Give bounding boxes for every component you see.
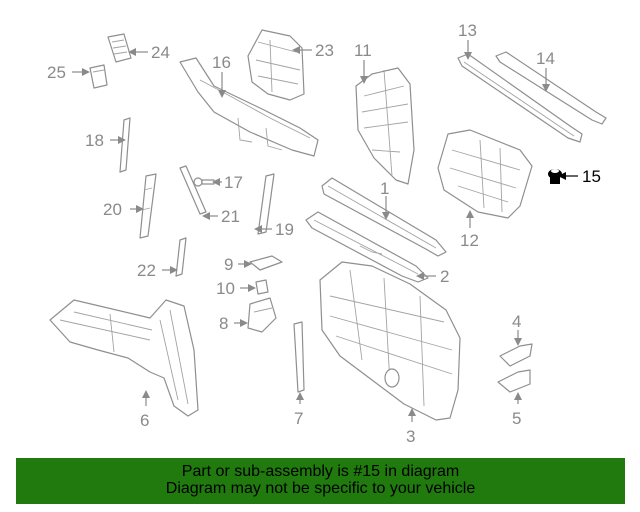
part-13-strip xyxy=(457,53,583,143)
callout-9: 9 xyxy=(224,255,233,274)
callout-19: 19 xyxy=(275,220,294,239)
part-7-strip xyxy=(293,321,305,393)
callouts: 24 25 23 16 11 13 14 15 12 18 xyxy=(47,21,601,446)
part-14-strip xyxy=(495,51,607,125)
part-10-plug xyxy=(255,279,269,295)
callout-11: 11 xyxy=(354,41,372,60)
part-17-bolt xyxy=(193,177,215,187)
callout-16: 16 xyxy=(212,53,231,72)
callout-10: 10 xyxy=(216,279,235,298)
part-16-plenum xyxy=(179,57,319,157)
part-15-grommet xyxy=(548,169,562,184)
part-8-bracket xyxy=(247,297,277,333)
part-20-bracket xyxy=(139,173,157,239)
part-23-cowl-box xyxy=(247,29,305,101)
callout-6: 6 xyxy=(140,411,149,430)
callout-25: 25 xyxy=(47,63,66,82)
part-2-cowl-lower xyxy=(305,211,429,283)
part-18-rod xyxy=(119,117,131,173)
callout-17: 17 xyxy=(224,173,243,192)
callout-18: 18 xyxy=(85,131,104,150)
callout-5: 5 xyxy=(512,409,521,428)
part-4-bracket xyxy=(499,343,533,367)
callout-3: 3 xyxy=(406,427,415,446)
part-11-panel xyxy=(355,67,415,185)
info-banner: Part or sub-assembly is #15 in diagram D… xyxy=(16,458,625,504)
part-19-rail xyxy=(257,173,275,235)
banner-line-2: Diagram may not be specific to your vehi… xyxy=(165,480,476,497)
part-1-cowl-top xyxy=(321,177,447,257)
part-25-clip xyxy=(89,64,108,89)
part-5-bracket xyxy=(497,369,531,393)
callout-2: 2 xyxy=(440,267,449,286)
callout-15-highlighted: 15 xyxy=(582,167,601,186)
callout-20: 20 xyxy=(103,200,122,219)
parts-diagram: 24 25 23 16 11 13 14 15 12 18 xyxy=(47,21,607,446)
callout-13: 13 xyxy=(458,21,477,40)
callout-8: 8 xyxy=(219,314,228,333)
callout-1: 1 xyxy=(380,179,389,198)
part-3-dash-panel xyxy=(319,261,461,421)
callout-21: 21 xyxy=(221,207,240,226)
part-6-side-structure xyxy=(49,299,199,417)
callout-24: 24 xyxy=(151,43,170,62)
callout-23: 23 xyxy=(315,41,334,60)
callout-14: 14 xyxy=(536,49,555,68)
callout-12: 12 xyxy=(460,231,479,250)
callout-22: 22 xyxy=(137,261,156,280)
part-21-linkage xyxy=(179,165,207,215)
part-24-bracket xyxy=(107,33,132,63)
banner-line-1: Part or sub-assembly is #15 in diagram xyxy=(181,463,460,480)
part-12-insulator xyxy=(437,129,533,219)
callout-4: 4 xyxy=(512,312,521,331)
callout-7: 7 xyxy=(294,409,303,428)
part-22-rod xyxy=(175,237,187,277)
part-9-gasket xyxy=(249,255,283,271)
